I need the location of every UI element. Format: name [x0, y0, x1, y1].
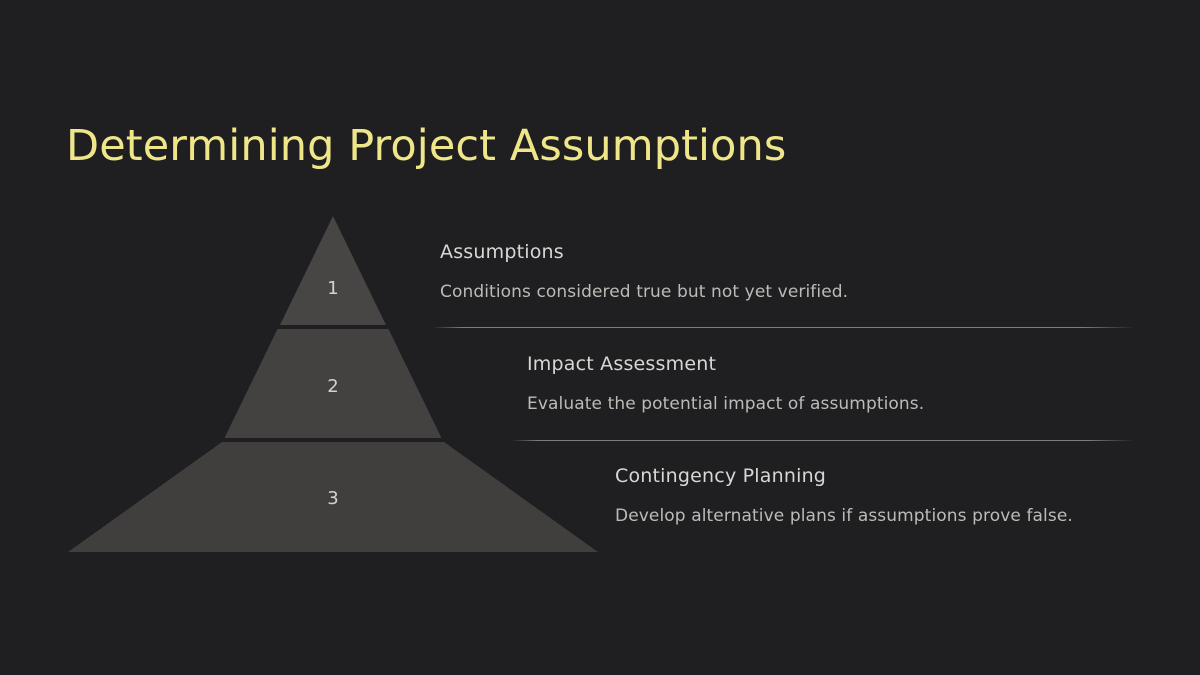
step-item-impact-assessment: Impact Assessment Evaluate the potential… [527, 353, 924, 414]
step-2-title: Impact Assessment [527, 353, 717, 375]
pyramid-tier-1-number: 1 [327, 278, 339, 299]
divider-line-2 [513, 440, 1132, 441]
step-item-assumptions: Assumptions Conditions considered true b… [440, 241, 848, 302]
step-2-description: Evaluate the potential impact of assumpt… [527, 394, 925, 414]
step-3-description: Develop alternative plans if assumptions… [615, 506, 1073, 526]
pyramid-tier-3-number: 3 [327, 488, 339, 509]
page-title: Determining Project Assumptions [66, 121, 787, 171]
pyramid-tier-1-shape [280, 216, 386, 325]
step-1-description: Conditions considered true but not yet v… [440, 282, 849, 302]
divider-line-1 [434, 327, 1132, 328]
step-1-title: Assumptions [440, 241, 564, 263]
step-3-title: Contingency Planning [615, 465, 827, 487]
step-item-contingency-planning: Contingency Planning Develop alternative… [615, 465, 1073, 526]
pyramid-tier-2-number: 2 [327, 376, 339, 397]
